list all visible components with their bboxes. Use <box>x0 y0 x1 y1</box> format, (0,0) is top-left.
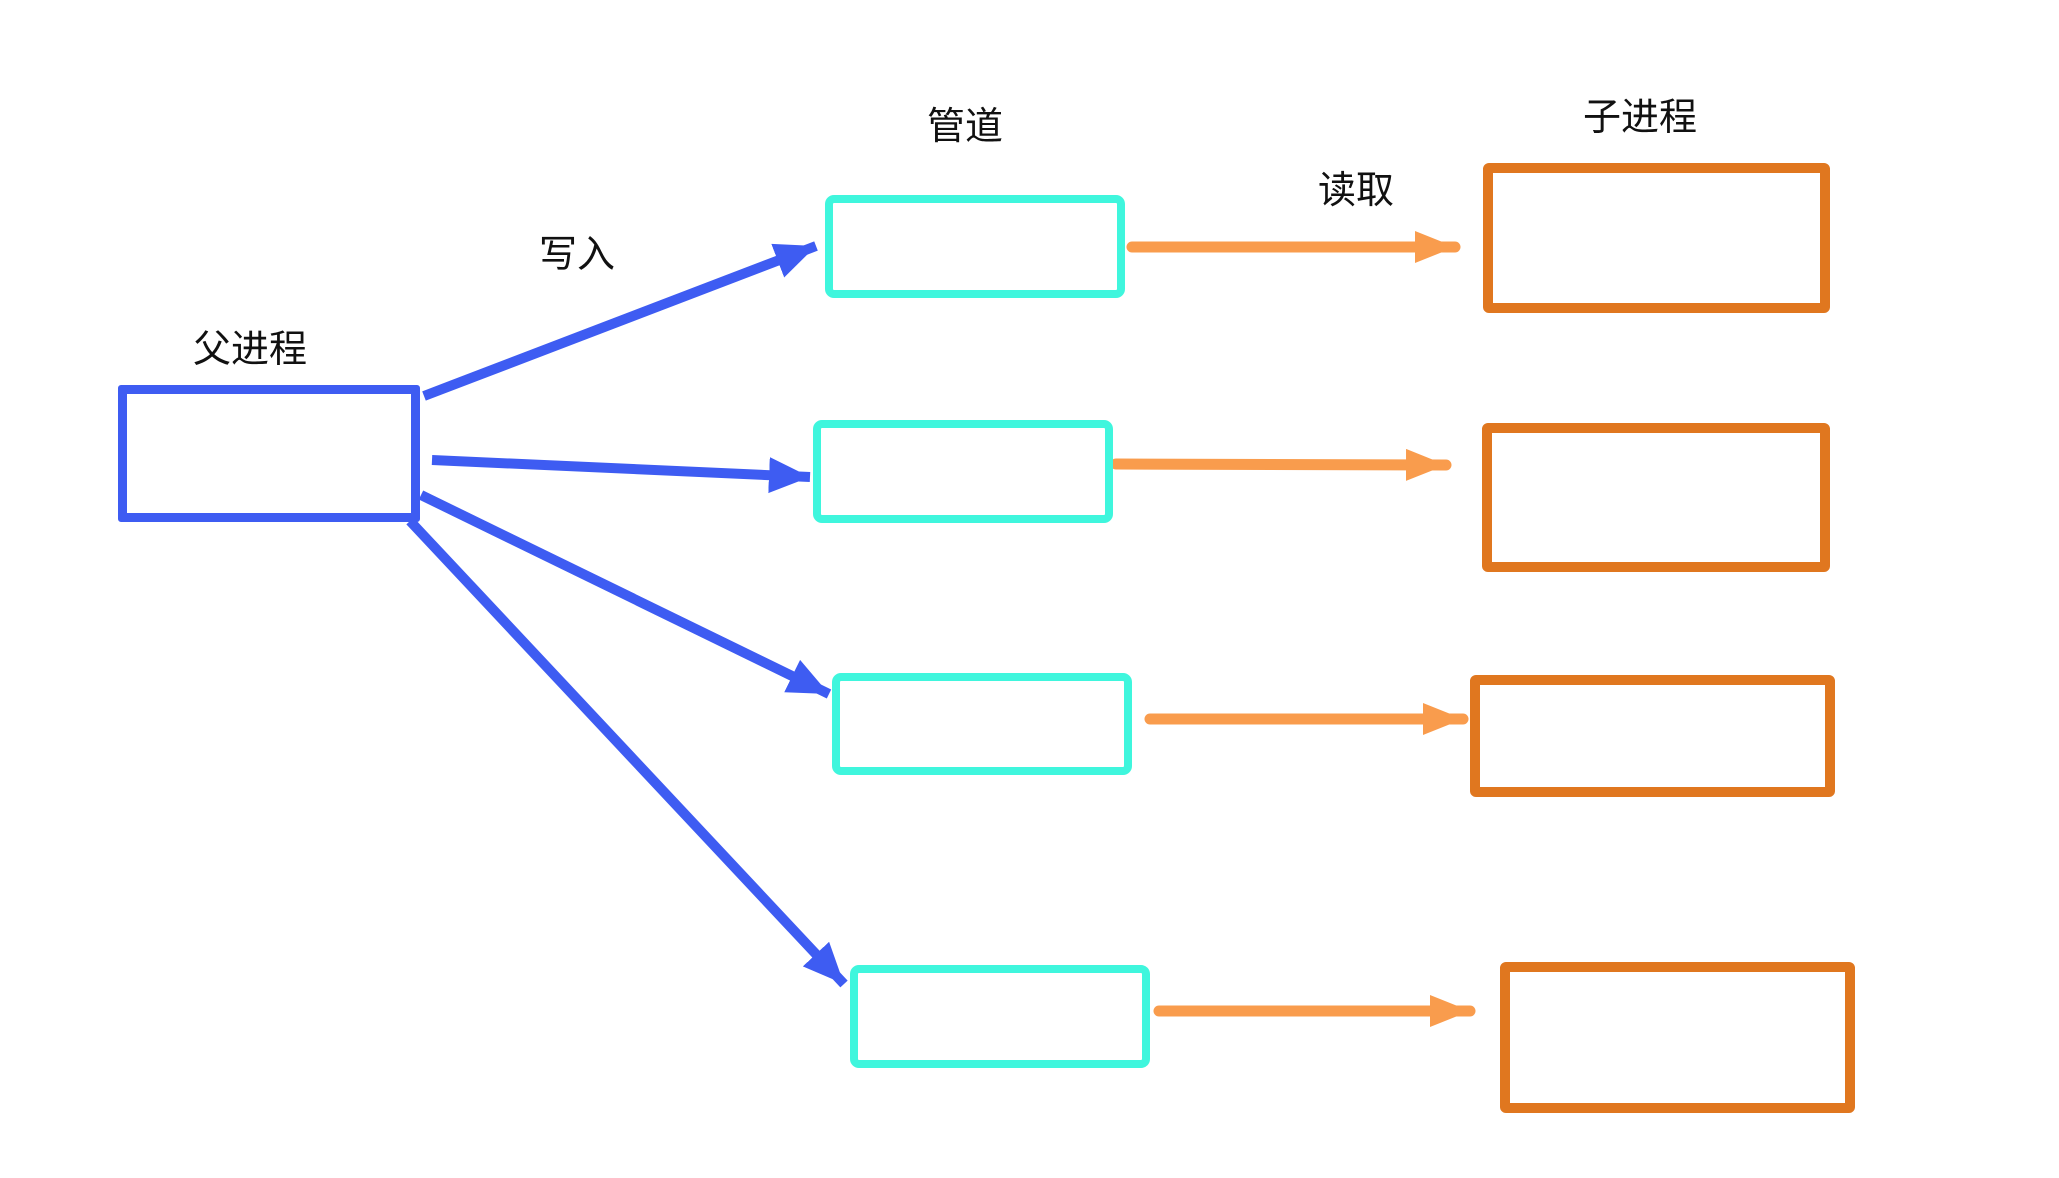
read-edge-label: 读取 <box>1317 170 1395 212</box>
child-process-box-2 <box>1482 423 1830 572</box>
child-process-column-label: 子进程 <box>1582 97 1698 139</box>
write-edge-label: 写入 <box>538 234 616 276</box>
write-arrow-2 <box>431 455 811 494</box>
pipe-box-3 <box>832 673 1132 775</box>
pipe-column-label: 管道 <box>926 106 1004 148</box>
pipe-box-1 <box>825 195 1125 298</box>
parent-process-box <box>118 385 420 522</box>
parent-process-label: 父进程 <box>192 329 308 371</box>
child-process-box-1 <box>1483 163 1830 313</box>
write-arrow-4 <box>406 517 848 988</box>
child-process-box-4 <box>1500 962 1855 1113</box>
child-process-box-3 <box>1470 675 1835 797</box>
read-arrow-2 <box>1110 448 1452 481</box>
pipe-box-4 <box>850 965 1150 1068</box>
pipe-box-2 <box>813 420 1113 523</box>
write-arrow-1 <box>422 241 818 401</box>
write-arrow-3 <box>418 490 832 699</box>
